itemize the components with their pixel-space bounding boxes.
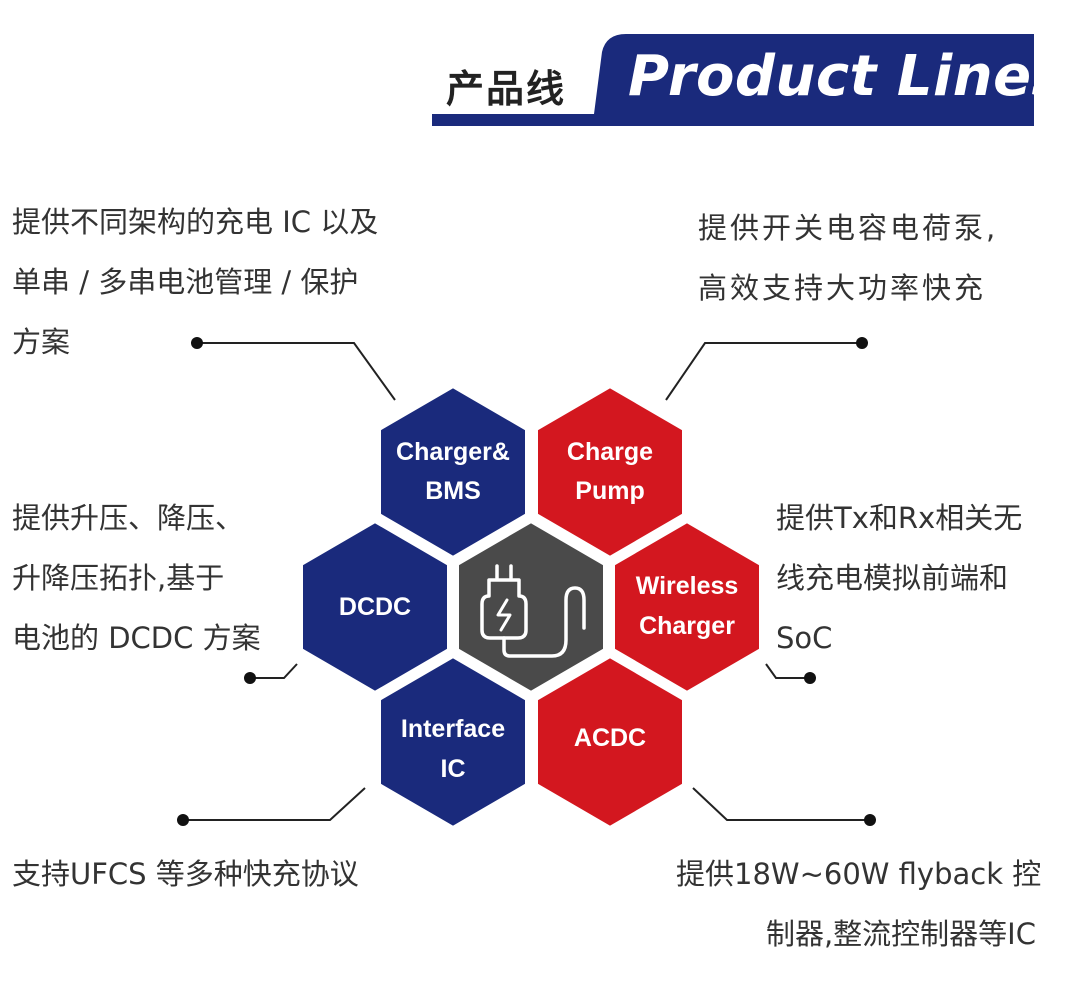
hex-interface-ic: Interface IC xyxy=(377,653,529,831)
hex-wireless-charger-line1: Wireless xyxy=(636,572,739,600)
desc-line: 电池的 DCDC 方案 xyxy=(12,621,261,655)
hex-wireless-charger: Wireless Charger xyxy=(611,518,763,696)
connector-lines xyxy=(183,342,870,821)
connector-right-bottom xyxy=(692,787,870,821)
desc-line: SoC xyxy=(776,621,833,655)
hex-center xyxy=(455,518,607,696)
connector-left-top xyxy=(197,342,396,401)
dot-right-bottom xyxy=(864,814,876,826)
hex-charge-pump-line2: Pump xyxy=(575,477,644,505)
hex-acdc: ACDC xyxy=(534,653,686,831)
desc-acdc: 提供18W~60W flyback 控 制器,整流控制器等IC xyxy=(676,844,1042,964)
hex-charger-bms-line1: Charger& xyxy=(396,438,510,466)
desc-interface-ic: 支持UFCS 等多种快充协议 xyxy=(12,844,359,904)
desc-line: 提供18W~60W flyback 控 xyxy=(676,857,1042,891)
dot-left-mid xyxy=(244,672,256,684)
desc-line: 提供不同架构的充电 IC 以及 xyxy=(12,205,379,239)
hex-acdc-label: ACDC xyxy=(574,724,646,752)
desc-line: 升降压拓扑,基于 xyxy=(12,561,225,595)
hex-dcdc-label: DCDC xyxy=(339,593,411,621)
dot-left-bottom xyxy=(177,814,189,826)
hex-charger-bms: Charger& BMS xyxy=(377,383,529,561)
desc-line: 高效支持大功率快充 xyxy=(698,271,987,305)
connector-right-top xyxy=(665,342,862,401)
desc-line: 支持UFCS 等多种快充协议 xyxy=(12,857,359,891)
connector-left-bottom xyxy=(183,787,366,821)
connector-right-mid xyxy=(765,663,810,679)
hex-charge-pump: Charge Pump xyxy=(534,383,686,561)
header: 产品线 Product Lines xyxy=(0,0,1080,140)
hex-charge-pump-line1: Charge xyxy=(567,438,653,466)
connector-left-mid xyxy=(250,663,298,679)
hex-dcdc: DCDC xyxy=(299,518,451,696)
header-banner xyxy=(432,34,1034,126)
page-title-en: Product Lines xyxy=(628,44,1066,109)
desc-charge-pump: 提供开关电容电荷泵, 高效支持大功率快充 xyxy=(698,198,998,318)
hex-wireless-charger-line2: Charger xyxy=(639,612,735,640)
dot-right-mid xyxy=(804,672,816,684)
desc-line: 提供Tx和Rx相关无 xyxy=(776,501,1023,535)
desc-wireless-charger: 提供Tx和Rx相关无 线充电模拟前端和 SoC xyxy=(776,488,1022,668)
page-title-cn: 产品线 xyxy=(446,67,567,111)
hex-charger-bms-line2: BMS xyxy=(425,477,481,505)
hex-interface-ic-line1: Interface xyxy=(401,715,505,743)
desc-line: 方案 xyxy=(12,325,71,359)
desc-line: 提供升压、降压、 xyxy=(12,501,245,535)
connector-dots xyxy=(177,337,876,826)
dot-left-top xyxy=(191,337,203,349)
desc-line: 提供开关电容电荷泵, xyxy=(698,211,999,245)
charger-plug-icon xyxy=(480,564,586,658)
hex-interface-ic-line2: IC xyxy=(441,755,466,783)
desc-line: 制器,整流控制器等IC xyxy=(765,917,1036,951)
desc-charger-bms: 提供不同架构的充电 IC 以及 单串 / 多串电池管理 / 保护 方案 xyxy=(12,192,378,372)
desc-dcdc: 提供升压、降压、 升降压拓扑,基于 电池的 DCDC 方案 xyxy=(12,488,261,668)
dot-right-top xyxy=(856,337,868,349)
desc-line: 线充电模拟前端和 xyxy=(776,561,1009,595)
desc-line: 单串 / 多串电池管理 / 保护 xyxy=(12,265,359,299)
